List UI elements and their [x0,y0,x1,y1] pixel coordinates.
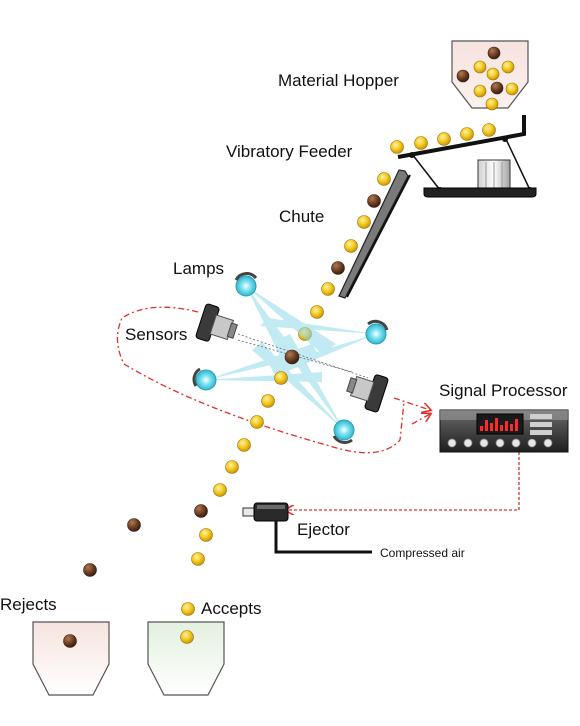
sensor-view-lines [237,333,369,379]
label-accepts: Accepts [201,599,261,618]
air-ejector-icon [242,502,372,554]
label-compressed-air: Compressed air [380,546,465,560]
chute [338,169,411,299]
signal-processor-icon [439,409,569,453]
lamp-icon [332,419,355,444]
label-ejector: Ejector [297,520,350,539]
sensor-signal-lines [116,306,430,454]
inspected-item [284,349,300,365]
rejects-bin [32,621,110,696]
camera-sensor-icon [346,374,389,413]
label-material-hopper: Material Hopper [278,71,399,90]
processor-to-ejector-line [286,452,520,510]
label-lamps: Lamps [173,259,224,278]
hopper-contents [456,46,519,111]
label-chute: Chute [279,207,324,226]
label-vibratory-feeder: Vibratory Feeder [226,142,353,161]
vibratory-feeder [397,115,537,198]
falling-items [83,371,288,616]
feeder-items [390,123,496,154]
camera-sensor-icon [195,303,238,342]
lamp-icon [365,319,389,345]
accepts-bin [147,621,225,696]
lamp-icon [234,272,258,297]
chute-items [298,172,391,341]
label-sensors: Sensors [125,325,187,344]
label-rejects: Rejects [0,595,57,614]
material-hopper [451,40,529,111]
label-signal-processor: Signal Processor [439,381,568,400]
lamp-icon [192,367,217,391]
